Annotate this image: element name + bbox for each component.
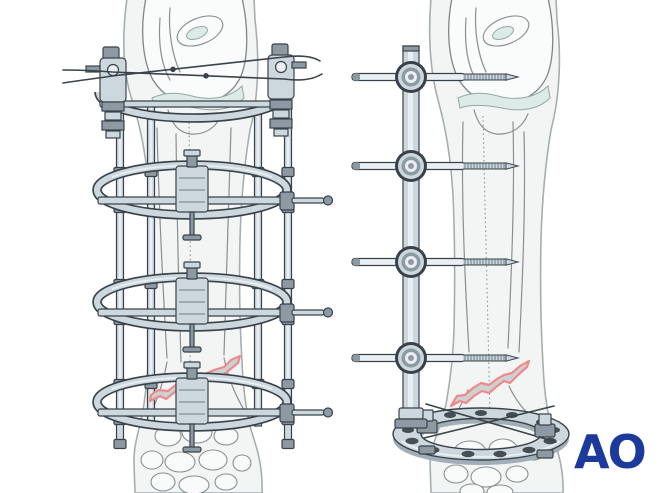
tensioned-wires: [62, 55, 323, 84]
wire-olive-stopper: [170, 66, 176, 73]
left-ring-4-distal: [92, 361, 334, 453]
left-ring-3: [92, 261, 334, 353]
wire-olive-stopper: [203, 73, 209, 79]
distal-wire-ring: [392, 403, 570, 465]
ring-wire-bolt-right: [534, 413, 556, 459]
right-fracture-line: [449, 359, 531, 408]
left-figure-ring-fixator: [62, 0, 334, 493]
ao-logo: AO: [574, 425, 645, 479]
vertical-rod: [394, 45, 428, 429]
right-figure-rod-fixator: [351, 0, 570, 493]
left-foot-bones: [140, 420, 252, 493]
right-wire-clamp-tower: [267, 43, 307, 137]
crossed-ring-wires: [423, 403, 557, 443]
left-connecting-rods: [113, 103, 295, 450]
left-wire-clamp-tower: [85, 46, 127, 139]
left-proximal-wire-ring: [62, 43, 323, 139]
left-ring-2: [92, 149, 334, 241]
